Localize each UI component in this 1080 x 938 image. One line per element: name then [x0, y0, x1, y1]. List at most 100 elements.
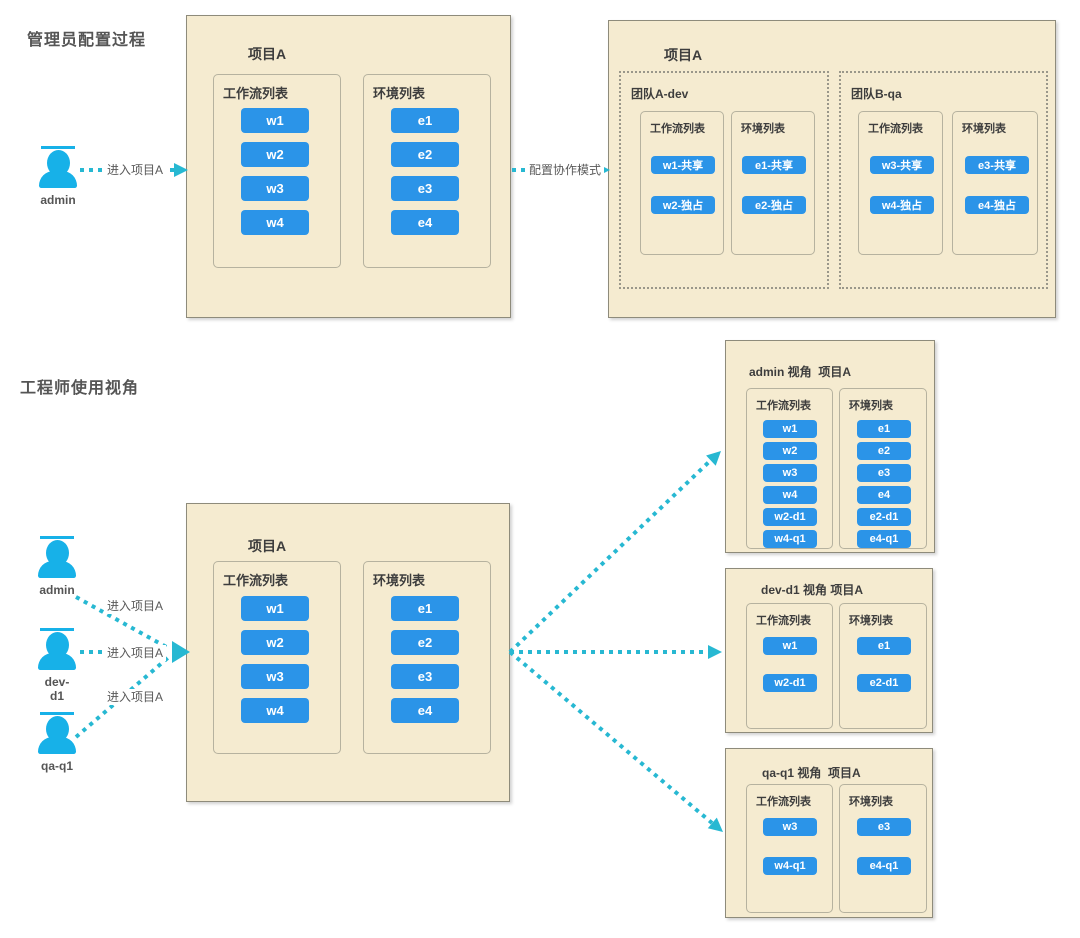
- env-list-box: 环境列表 e1 e2-d1: [839, 603, 927, 729]
- env-list-box: 环境列表 e1 e2 e3 e4 e2-d1 e4-q1: [839, 388, 927, 549]
- workflow-list-box: 工作流列表 w1 w2-d1: [746, 603, 833, 729]
- workflow-item: w3-共享: [870, 156, 934, 174]
- env-item: e1: [391, 108, 459, 133]
- workflow-list-title: 工作流列表: [756, 400, 811, 412]
- env-item: e2-d1: [857, 508, 911, 526]
- env-list-title: 环境列表: [962, 123, 1006, 135]
- arrow-label-enter-project: 进入项目A: [104, 162, 167, 178]
- env-list-box: 环境列表 e3 e4-q1: [839, 784, 927, 913]
- env-item: e3-共享: [965, 156, 1029, 174]
- env-list-box: 环境列表 e1 e2 e3 e4: [363, 561, 491, 754]
- panel-title: 项目A: [664, 47, 703, 63]
- workflow-item: w1: [241, 596, 309, 621]
- env-list-title: 环境列表: [373, 573, 426, 588]
- panel-project-a-source: 项目A 工作流列表 w1 w2 w3 w4 环境列表 e1 e2 e3 e4: [186, 15, 511, 318]
- workflow-item: w4-独占: [870, 196, 934, 214]
- person-icon: [40, 712, 74, 715]
- panel-title: 项目A: [248, 46, 287, 62]
- workflow-item: w3: [763, 818, 817, 836]
- section-title-admin-config: 管理员配置过程: [27, 32, 147, 49]
- actor-dev-d1: dev-d1: [38, 628, 76, 703]
- workflow-item: w4: [763, 486, 817, 504]
- workflow-item: w4: [241, 210, 309, 235]
- arrow-label-enter-project: 进入项目A: [104, 645, 167, 661]
- env-list-title: 环境列表: [373, 86, 426, 101]
- arrow-label-enter-project: 进入项目A: [104, 689, 167, 705]
- env-item: e3: [857, 818, 911, 836]
- workflow-list-box: 工作流列表 w1 w2 w3 w4 w2-d1 w4-q1: [746, 388, 833, 549]
- workflow-item: w3: [763, 464, 817, 482]
- workflow-item: w2-d1: [763, 508, 817, 526]
- workflow-list-title: 工作流列表: [868, 123, 923, 135]
- workflow-list-title: 工作流列表: [223, 573, 289, 588]
- workflow-item: w4: [241, 698, 309, 723]
- team-b-qa-box: 团队B-qa 工作流列表 w3-共享 w4-独占 环境列表 e3-共享 e4-独…: [839, 71, 1048, 289]
- env-item: e1: [857, 420, 911, 438]
- workflow-item: w4-q1: [763, 530, 817, 548]
- team-title: 团队B-qa: [851, 87, 902, 101]
- env-item: e4: [391, 210, 459, 235]
- env-item: e1: [391, 596, 459, 621]
- actor-qa-q1: qa-q1: [38, 712, 76, 773]
- panel-title: admin 视角 项目A: [749, 365, 852, 379]
- arrow-label-configure-mode: 配置协作模式: [526, 162, 605, 178]
- env-item: e4-q1: [857, 530, 911, 548]
- panel-project-a-configured: 项目A 团队A-dev 工作流列表 w1-共享 w2-独占 环境列表 e1-共享…: [608, 20, 1056, 318]
- arrow-to-qa-view: [508, 650, 714, 825]
- env-list-box: 环境列表 e1 e2 e3 e4: [363, 74, 491, 268]
- env-item: e3: [857, 464, 911, 482]
- arrowhead: [707, 817, 723, 832]
- workflow-list-box: 工作流列表 w3 w4-q1: [746, 784, 833, 913]
- env-item: e1: [857, 637, 911, 655]
- workflow-item: w1-共享: [651, 156, 715, 174]
- panel-view-admin: admin 视角 项目A 工作流列表 w1 w2 w3 w4 w2-d1 w4-…: [725, 340, 935, 553]
- env-item: e1-共享: [742, 156, 806, 174]
- env-list-title: 环境列表: [849, 796, 893, 808]
- actor-label: admin: [39, 583, 75, 597]
- team-title: 团队A-dev: [631, 87, 689, 101]
- env-list-title: 环境列表: [849, 400, 893, 412]
- person-icon: [40, 536, 74, 539]
- team-a-dev-box: 团队A-dev 工作流列表 w1-共享 w2-独占 环境列表 e1-共享 e2-…: [619, 71, 829, 289]
- workflow-list-title: 工作流列表: [756, 615, 811, 627]
- workflow-item: w3: [241, 664, 309, 689]
- actor-label: admin: [40, 193, 76, 207]
- env-item: e2: [391, 142, 459, 167]
- arrow-label-enter-project: 进入项目A: [104, 598, 167, 614]
- workflow-list-title: 工作流列表: [223, 86, 289, 101]
- env-list-box: 环境列表 e3-共享 e4-独占: [952, 111, 1038, 255]
- env-item: e2-独占: [742, 196, 806, 214]
- env-item: e4: [391, 698, 459, 723]
- workflow-item: w2-独占: [651, 196, 715, 214]
- env-list-title: 环境列表: [741, 123, 785, 135]
- env-list-box: 环境列表 e1-共享 e2-独占: [731, 111, 815, 255]
- person-icon: [40, 628, 74, 631]
- arrow-to-admin-view: [508, 458, 713, 654]
- workflow-item: w1: [763, 637, 817, 655]
- actor-admin-top: admin: [39, 146, 77, 207]
- workflow-item: w3: [241, 176, 309, 201]
- workflow-item: w4-q1: [763, 857, 817, 875]
- actor-admin-bottom: admin: [38, 536, 76, 597]
- panel-title: dev-d1 视角 项目A: [761, 583, 864, 597]
- env-item: e2-d1: [857, 674, 911, 692]
- panel-title: qa-q1 视角 项目A: [762, 766, 861, 780]
- panel-view-dev-d1: dev-d1 视角 项目A 工作流列表 w1 w2-d1 环境列表 e1 e2-…: [725, 568, 933, 733]
- workflow-item: w2: [241, 630, 309, 655]
- actor-label: qa-q1: [40, 759, 73, 773]
- arrowhead: [708, 645, 722, 659]
- workflow-item: w2: [763, 442, 817, 460]
- workflow-item: w2-d1: [763, 674, 817, 692]
- workflow-list-title: 工作流列表: [650, 123, 705, 135]
- env-item: e3: [391, 176, 459, 201]
- workflow-list-box: 工作流列表 w1 w2 w3 w4: [213, 561, 341, 754]
- panel-project-a-runtime: 项目A 工作流列表 w1 w2 w3 w4 环境列表 e1 e2 e3 e4: [186, 503, 510, 802]
- workflow-item: w1: [763, 420, 817, 438]
- workflow-list-box: 工作流列表 w1-共享 w2-独占: [640, 111, 724, 255]
- section-title-engineer-view: 工程师使用视角: [20, 380, 140, 397]
- workflow-list-box: 工作流列表 w1 w2 w3 w4: [213, 74, 341, 268]
- arrowhead: [706, 451, 721, 466]
- env-item: e3: [391, 664, 459, 689]
- workflow-list-title: 工作流列表: [756, 796, 811, 808]
